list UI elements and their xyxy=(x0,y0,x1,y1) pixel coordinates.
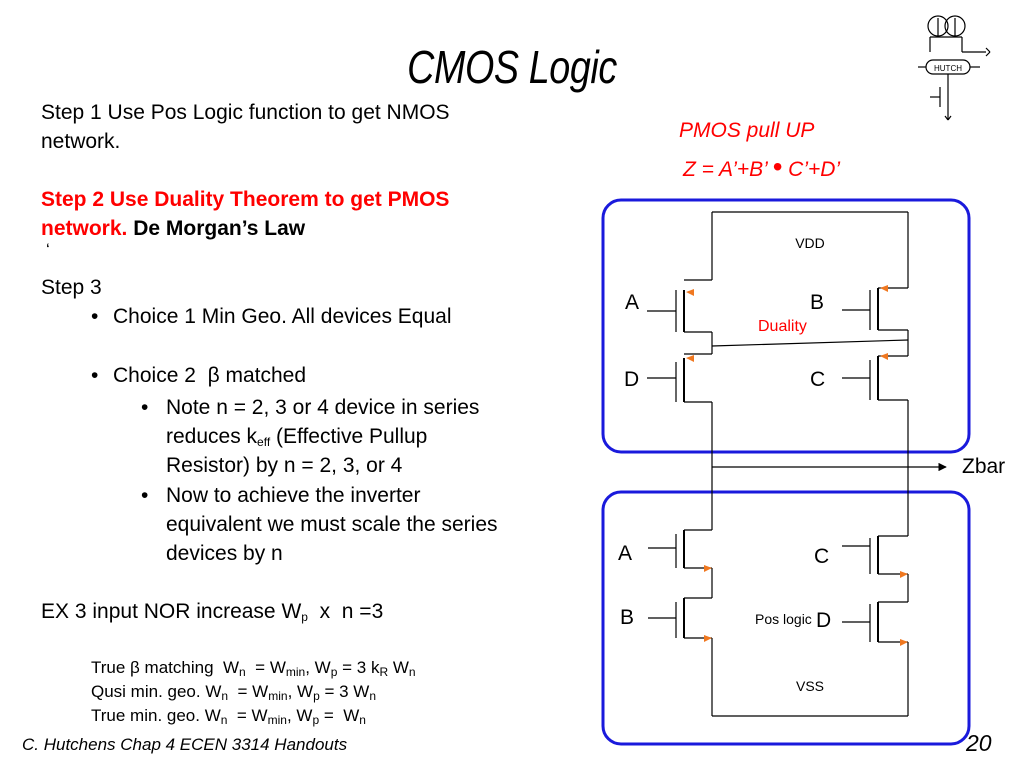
bullet-icon: • xyxy=(141,484,149,507)
choice2-prefix: Choice 2 xyxy=(113,364,196,387)
orange-arrow-icons xyxy=(686,285,908,646)
step2-line1: Step 2 Use Duality Theorem to get PMOS xyxy=(41,188,450,211)
now-line1: Now to achieve the inverter xyxy=(166,484,421,507)
q-s3: p xyxy=(313,689,320,703)
choice1-item: • Choice 1 Min Geo. All devices Equal xyxy=(91,302,452,331)
true-min-line: True min. geo. Wn = Wmin, Wp = Wn xyxy=(91,704,366,728)
tm-a: True min. geo. W xyxy=(91,706,221,725)
vdd-label: VDD xyxy=(795,235,825,251)
vss-label: VSS xyxy=(796,678,824,694)
tm-d: = W xyxy=(319,706,360,725)
ex-sub: p xyxy=(301,610,308,624)
tb-beta: β xyxy=(130,658,140,677)
tm-b: = W xyxy=(227,706,268,725)
true-beta-line: True β matching Wn = Wmin, Wp = 3 kR Wn xyxy=(91,656,416,680)
nmos-label-d: D xyxy=(816,609,831,632)
q-s1: n xyxy=(221,689,229,703)
pmos-label-d: D xyxy=(624,368,639,391)
beta-symbol: β xyxy=(207,364,220,387)
note-line2-b: (Effective Pullup xyxy=(270,425,428,448)
q-a: Qusi min. geo. W xyxy=(91,682,222,701)
note-line2-a: reduces k xyxy=(166,425,258,448)
duality-line xyxy=(711,339,909,347)
pmos-title: PMOS pull UP xyxy=(679,119,815,142)
duality-label: Duality xyxy=(758,318,807,335)
tb-e: = 3 k xyxy=(337,658,380,677)
eq-right: C’+D’ xyxy=(788,158,841,181)
q-b: = W xyxy=(228,682,269,701)
tm-s4: n xyxy=(359,713,366,727)
choice2-item: • Choice 2 β matched xyxy=(91,361,306,390)
eq-left: Z = A’+B’ xyxy=(683,158,767,181)
step1-line2: network. xyxy=(41,130,121,153)
step2-demorgan: De Morgan’s Law xyxy=(133,217,306,240)
tb-s4: R xyxy=(379,665,389,679)
pmos-equation: Z = A’+B’ • C’+D’ xyxy=(683,153,841,182)
now-item: • Now to achieve the inverter xyxy=(141,481,420,510)
step2-network: network. xyxy=(41,217,128,240)
step1-line1: Step 1 Use Pos Logic function to get NMO… xyxy=(41,101,450,124)
pmos-label-b: B xyxy=(810,291,824,314)
tb-s2: min xyxy=(285,665,306,679)
tm-s2: min xyxy=(267,713,287,727)
pos-logic-label: Pos logic xyxy=(755,611,812,627)
nmos-network-box xyxy=(601,490,971,746)
note-line1: Note n = 2, 3 or 4 device in series xyxy=(166,396,480,419)
stray-mark: ‘ xyxy=(46,240,50,259)
zbar-label: Zbar xyxy=(962,455,1005,478)
step3-label: Step 3 xyxy=(41,276,102,299)
note-line3: Resistor) by n = 2, 3, or 4 xyxy=(166,454,403,477)
slide-title: CMOS Logic xyxy=(407,41,617,93)
note-line2: reduces keff (Effective Pullup xyxy=(166,422,427,451)
tm-c: , W xyxy=(286,706,313,725)
ex-b: x n =3 xyxy=(307,600,384,623)
q-d: = 3 W xyxy=(319,682,370,701)
tb-f: W xyxy=(388,658,409,677)
tb-s3: p xyxy=(330,665,338,679)
bullet-icon: • xyxy=(91,305,99,328)
pmos-network-box xyxy=(601,198,971,454)
hutch-logo: HUTCH xyxy=(918,15,991,121)
tb-a: True xyxy=(91,658,131,677)
q-s4: n xyxy=(369,689,377,703)
nmos-label-a: A xyxy=(618,542,632,565)
bullet-icon: • xyxy=(91,364,99,387)
pmos-label-a: A xyxy=(625,291,639,314)
tm-s3: p xyxy=(312,713,320,727)
nmos-label-b: B xyxy=(620,606,634,629)
step2-line2: network. De Morgan’s Law xyxy=(41,214,305,243)
q-c: , W xyxy=(287,682,314,701)
page-number: 20 xyxy=(966,730,992,756)
tb-c: = W xyxy=(245,658,286,677)
tb-d: , W xyxy=(305,658,331,677)
note-item: • Note n = 2, 3 or 4 device in series xyxy=(141,393,479,422)
nmos-label-c: C xyxy=(814,545,829,568)
eq-dot: • xyxy=(772,151,783,182)
cmos-schematic: VDD VSS Duality Pos logic Zbar A B D C A… xyxy=(601,198,1005,746)
example-line: EX 3 input NOR increase Wp x n =3 xyxy=(41,597,383,626)
now-line3: devices by n xyxy=(166,542,283,565)
tb-b: matching W xyxy=(139,658,240,677)
ex-a: EX 3 input NOR increase W xyxy=(41,600,302,623)
tm-s1: n xyxy=(220,713,228,727)
qusi-line: Qusi min. geo. Wn = Wmin, Wp = 3 Wn xyxy=(91,680,376,704)
pmos-label-c: C xyxy=(810,368,825,391)
logo-label: HUTCH xyxy=(934,64,962,73)
footer-credit: C. Hutchens Chap 4 ECEN 3314 Handouts xyxy=(22,735,348,754)
now-line2: equivalent we must scale the series xyxy=(166,513,498,536)
choice1-text: Choice 1 Min Geo. All devices Equal xyxy=(113,305,452,328)
choice2-suffix: matched xyxy=(225,364,307,387)
keff-sub: eff xyxy=(257,435,271,449)
bullet-icon: • xyxy=(141,396,149,419)
tb-s5: n xyxy=(408,665,416,679)
tb-s1: n xyxy=(239,665,246,679)
q-s2: min xyxy=(268,689,288,703)
